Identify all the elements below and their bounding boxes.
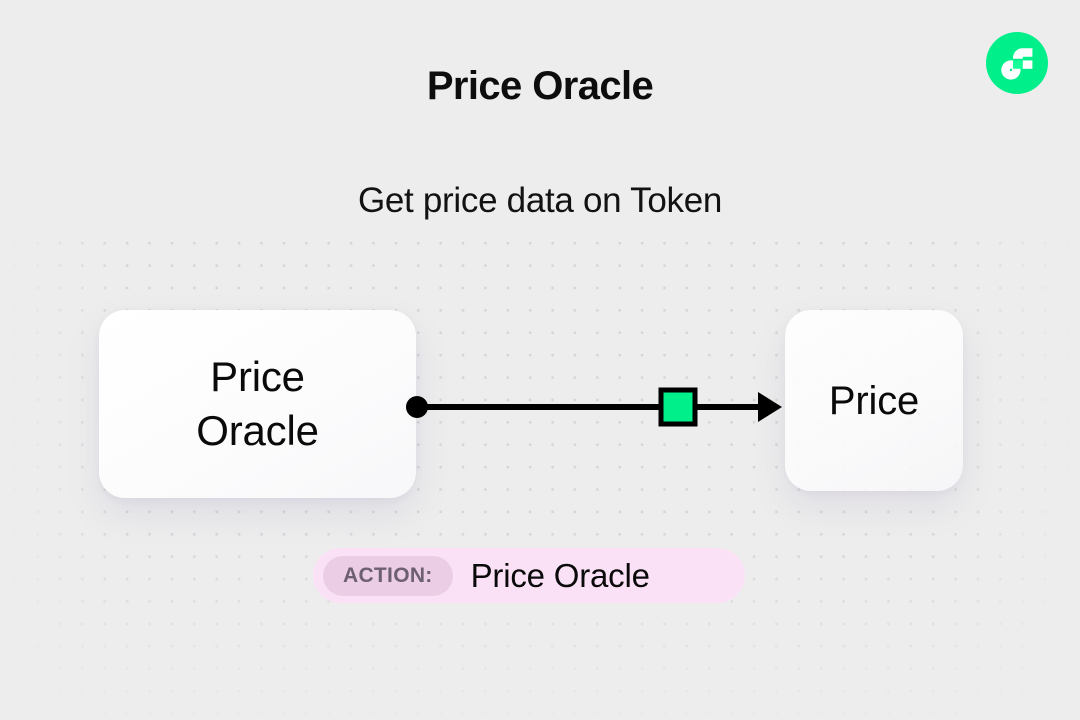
flow-logo-icon [986, 32, 1048, 94]
page-subtitle: Get price data on Token [357, 181, 723, 220]
node-price-oracle[interactable]: Price Oracle [99, 310, 416, 498]
node-label-line-2: Oracle [196, 407, 319, 454]
edge-arrowhead-icon [758, 392, 782, 422]
node-price-label: Price [828, 378, 920, 423]
node-label-line-1: Price [210, 353, 305, 401]
edge-marker-square[interactable] [658, 387, 698, 427]
page-title: Price Oracle [426, 64, 654, 108]
action-bar: ACTION: Price Oracle [313, 548, 745, 603]
action-chip-label: ACTION: [323, 555, 453, 596]
action-value: Price Oracle [470, 556, 650, 594]
node-price[interactable]: Price [785, 310, 963, 491]
node-price-oracle-label: Price Oracle [196, 350, 319, 458]
